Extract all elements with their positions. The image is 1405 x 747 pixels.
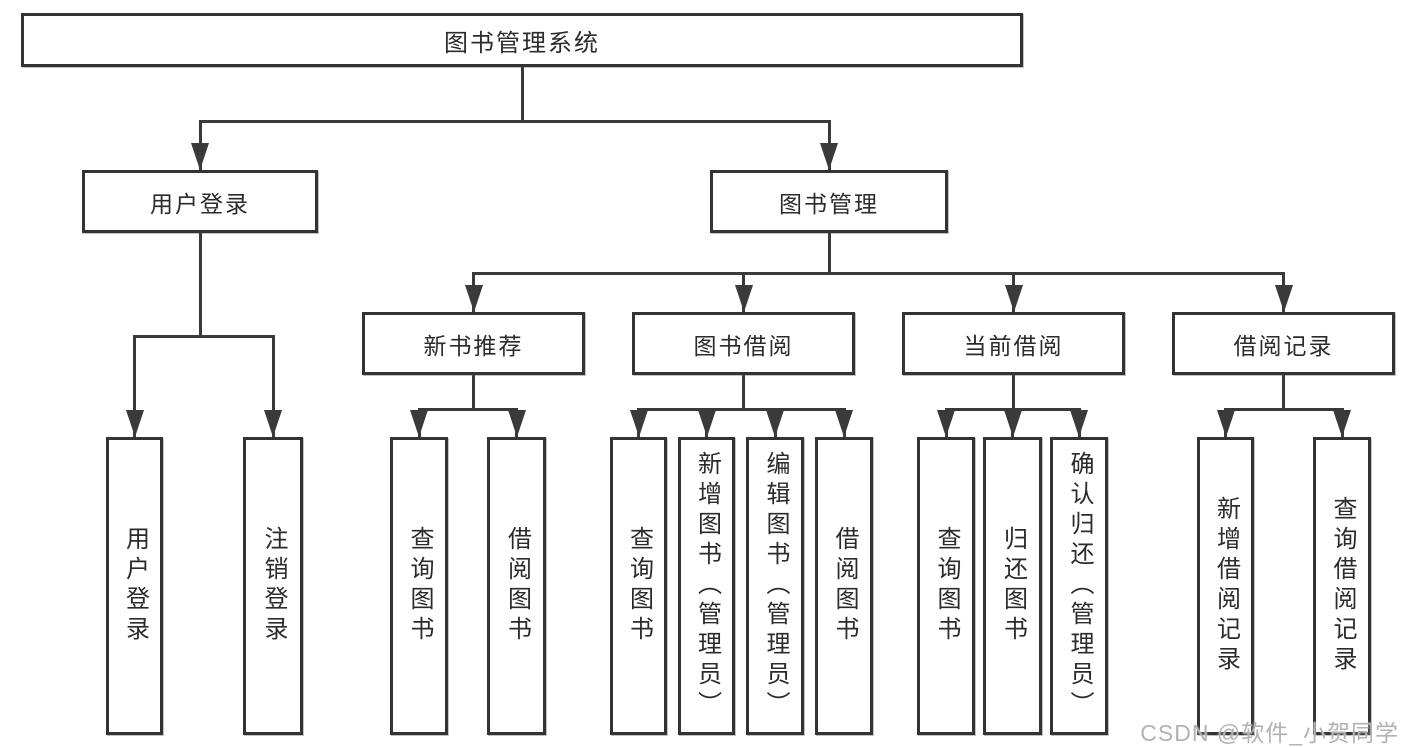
csdn-watermark: CSDN @软件_小贺同学 — [1140, 720, 1399, 746]
arrowhead-current-borrow — [1004, 285, 1023, 312]
node-leaf-query-record: 查询借阅记录 — [1313, 437, 1371, 735]
connector-stub-current-borrow — [1012, 375, 1015, 411]
arrowhead-leaf-query-record — [1333, 410, 1351, 437]
node-leaf-add-record: 新增借阅记录 — [1197, 437, 1254, 735]
arrowhead-leaf-confirm-return — [1070, 410, 1088, 437]
node-leaf-edit-book: 编辑图书（管理员） — [746, 437, 804, 735]
node-new-book-rec: 新书推荐 — [362, 312, 585, 375]
connector-stub-borrow-record — [1282, 375, 1285, 411]
arrowhead-leaf-query-book-1 — [410, 410, 428, 437]
node-leaf-query-book-1: 查询图书 — [390, 437, 448, 735]
node-user-login: 用户登录 — [82, 170, 318, 233]
connector-bus-book-borrow — [637, 408, 846, 411]
connector-bus-new-book-rec — [417, 408, 518, 411]
node-leaf-add-book: 新增图书（管理员） — [678, 437, 735, 735]
connector-stub-book-mgmt — [827, 233, 831, 275]
arrowhead-leaf-borrow-book-2 — [835, 410, 853, 437]
arrowhead-leaf-query-book-2 — [629, 410, 648, 437]
connector-bus-root — [198, 120, 831, 123]
node-leaf-return-book: 归还图书 — [983, 437, 1042, 735]
arrowhead-book-mgmt — [820, 143, 838, 170]
connector-drop-leaf-logout — [271, 335, 275, 437]
node-borrow-record: 借阅记录 — [1172, 312, 1395, 375]
arrowhead-borrow-record — [1274, 285, 1293, 312]
node-leaf-borrow-book-2: 借阅图书 — [815, 437, 873, 735]
node-leaf-user-login: 用户登录 — [106, 437, 163, 735]
arrowhead-leaf-query-book-3 — [937, 410, 955, 437]
node-leaf-query-book-3: 查询图书 — [917, 437, 975, 735]
node-root: 图书管理系统 — [21, 13, 1023, 67]
node-book-mgmt: 图书管理 — [710, 170, 948, 233]
connector-stub-book-borrow — [742, 375, 745, 411]
connector-bus-user-login — [133, 335, 275, 338]
arrowhead-leaf-user-login — [125, 410, 144, 437]
arrowhead-user-login — [191, 143, 209, 170]
arrowhead-leaf-add-record — [1216, 410, 1235, 437]
arrowhead-leaf-edit-book — [766, 410, 784, 437]
node-current-borrow: 当前借阅 — [902, 312, 1125, 375]
connector-bus-book-mgmt — [472, 272, 1285, 275]
node-leaf-confirm-return: 确认归还（管理员） — [1050, 437, 1108, 735]
arrowhead-leaf-add-book — [697, 410, 716, 437]
node-book-borrow: 图书借阅 — [632, 312, 855, 375]
arrowhead-leaf-return-book — [1003, 410, 1022, 437]
connector-stub-user-login — [198, 233, 202, 338]
arrowhead-leaf-logout — [264, 410, 282, 437]
node-leaf-query-book-2: 查询图书 — [610, 437, 667, 735]
connector-bus-borrow-record — [1224, 408, 1344, 411]
connector-stub-new-book-rec — [472, 375, 475, 411]
arrowhead-new-book-rec — [464, 285, 483, 312]
node-leaf-borrow-book-1: 借阅图书 — [487, 437, 546, 735]
arrowhead-leaf-borrow-book-1 — [507, 410, 526, 437]
connector-stub-root — [520, 67, 524, 123]
node-leaf-logout: 注销登录 — [243, 437, 303, 735]
arrowhead-book-borrow — [734, 285, 753, 312]
connector-drop-leaf-user-login — [133, 335, 136, 437]
